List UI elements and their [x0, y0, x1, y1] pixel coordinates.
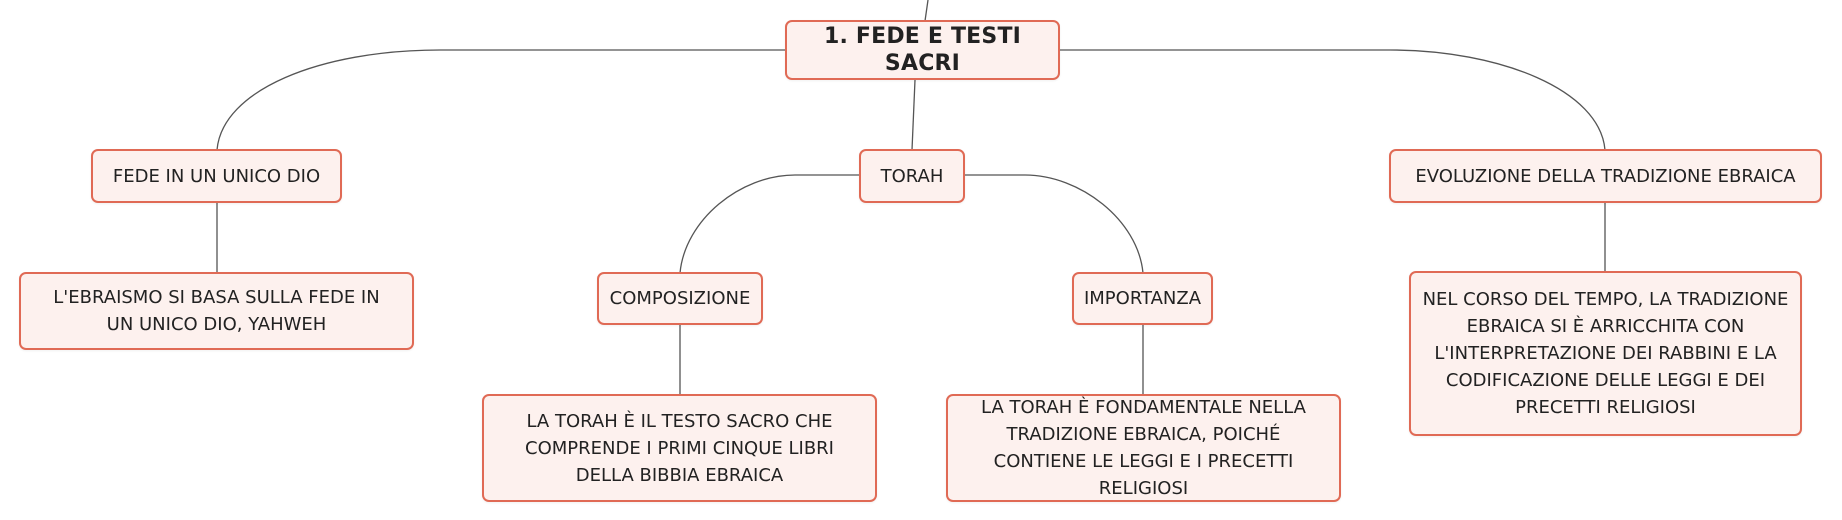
connector-torah-importanza — [964, 174, 1144, 274]
node-root-label: 1. FEDE E TESTI SACRI — [823, 24, 1022, 76]
node-importanza-detail-text: LA TORAH È FONDAMENTALE NELLA TRADIZIONE… — [981, 397, 1306, 499]
node-evoluzione-label: EVOLUZIONE DELLA TRADIZIONE EBRAICA — [1415, 165, 1796, 187]
node-root[interactable]: 1. FEDE E TESTI SACRI — [785, 20, 1060, 80]
node-composizione-detail-text: LA TORAH È IL TESTO SACRO CHE COMPRENDE … — [525, 410, 834, 486]
node-torah-label: TORAH — [880, 165, 944, 187]
node-evoluzione-detail[interactable]: NEL CORSO DEL TEMPO, LA TRADIZIONE EBRAI… — [1409, 271, 1802, 436]
node-fede[interactable]: FEDE IN UN UNICO DIO — [91, 149, 342, 203]
connector-root-fede — [216, 49, 785, 151]
node-importanza-label: IMPORTANZA — [1083, 288, 1202, 309]
node-importanza[interactable]: IMPORTANZA — [1072, 272, 1213, 325]
node-composizione-detail[interactable]: LA TORAH È IL TESTO SACRO CHE COMPRENDE … — [482, 394, 877, 502]
node-evoluzione[interactable]: EVOLUZIONE DELLA TRADIZIONE EBRAICA — [1389, 149, 1822, 203]
node-evoluzione-detail-text: NEL CORSO DEL TEMPO, LA TRADIZIONE EBRAI… — [1422, 289, 1789, 418]
node-fede-label: FEDE IN UN UNICO DIO — [112, 165, 321, 187]
connector-parent-root — [924, 0, 929, 22]
node-torah[interactable]: TORAH — [859, 149, 965, 203]
node-importanza-detail[interactable]: LA TORAH È FONDAMENTALE NELLA TRADIZIONE… — [946, 394, 1341, 502]
connector-root-evoluzione — [1060, 49, 1606, 151]
node-fede-detail-text: L'EBRAISMO SI BASA SULLA FEDE IN UN UNIC… — [53, 287, 380, 335]
node-fede-detail[interactable]: L'EBRAISMO SI BASA SULLA FEDE IN UN UNIC… — [19, 272, 414, 350]
connector-torah-composizione — [679, 174, 860, 274]
connector-root-torah — [911, 79, 916, 151]
node-composizione-label: COMPOSIZIONE — [609, 288, 751, 309]
node-composizione[interactable]: COMPOSIZIONE — [597, 272, 763, 325]
